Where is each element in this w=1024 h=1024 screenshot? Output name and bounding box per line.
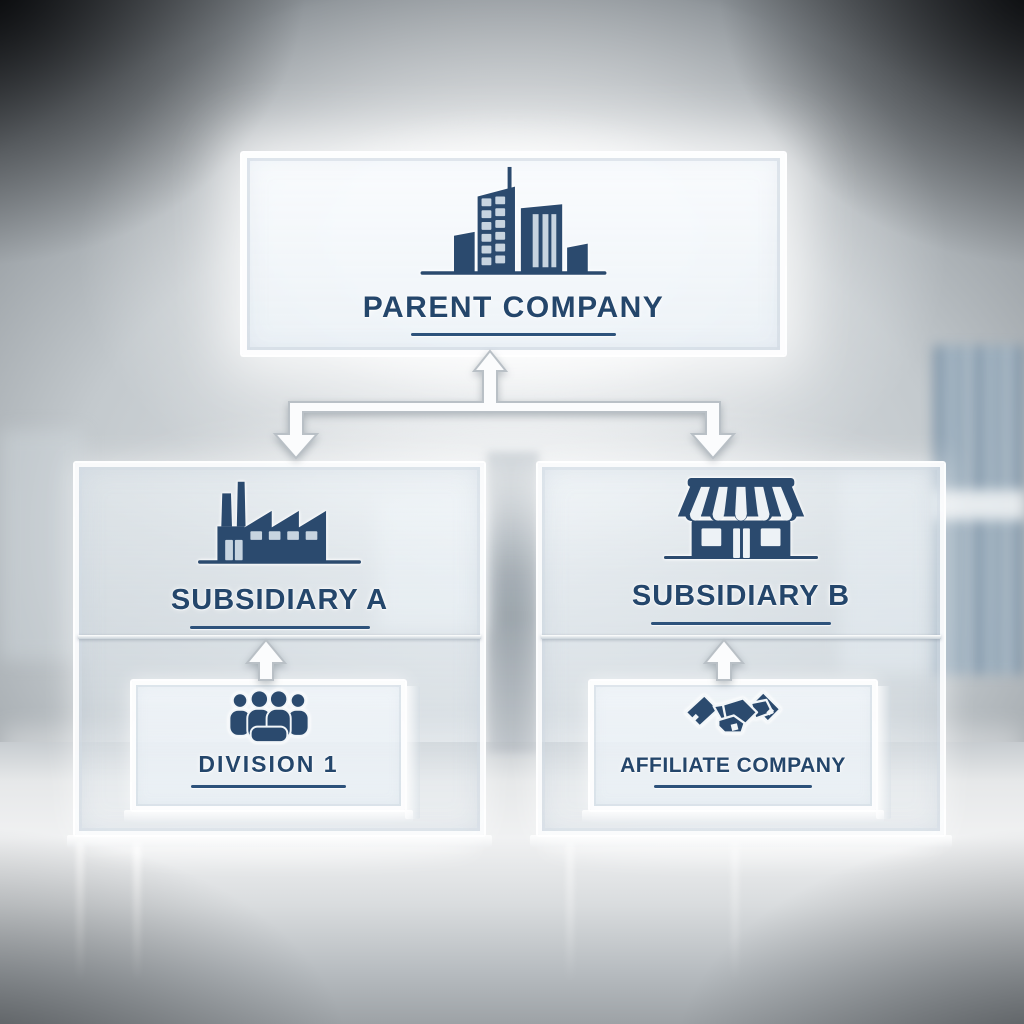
affiliate-company-base [582,810,884,822]
floor-reflection-streak [731,842,739,982]
division-1-label: DIVISION 1 [198,751,339,777]
parent-company-label: PARENT COMPANY [362,291,665,324]
subsidiary-b-underline [651,622,831,625]
office-buildings-icon [420,166,607,275]
storefront-icon [663,478,819,560]
division-1-base [124,810,413,822]
subsidiary-a-label: SUBSIDIARY A [170,584,389,616]
subsidiary-b-header: SUBSIDIARY B [538,463,944,635]
subsidiary-a-base [67,835,492,847]
affiliate-company-label: AFFILIATE COMPANY [620,754,846,777]
affiliate-company-glass-depth [876,686,891,819]
factory-icon [198,481,361,564]
floor-reflection-streak [566,842,574,982]
floor-reflection-streak [133,842,141,982]
affiliate-company-node: AFFILIATE COMPANY [582,679,891,822]
parent-company-node: PARENT COMPANY [240,151,787,357]
subsidiary-a-shelf-divider [78,635,481,639]
division-1-content: DIVISION 1 [132,681,405,810]
parent-company-underline [411,333,616,336]
floor-reflection-streak [76,842,84,982]
subsidiary-b-shelf-divider [541,635,941,639]
subsidiary-a-header: SUBSIDIARY A [75,463,484,635]
subsidiary-a-underline [189,626,370,629]
division-1-underline [191,785,346,788]
division-1-node: DIVISION 1 [124,679,420,822]
parent-company-content: PARENT COMPANY [242,153,785,355]
subsidiary-b-label: SUBSIDIARY B [631,580,851,612]
handshake-icon [684,691,782,734]
affiliate-company-content: AFFILIATE COMPANY [590,681,876,810]
division-1-glass-depth [405,686,420,819]
affiliate-company-underline [654,785,812,788]
team-icon [227,689,310,744]
subsidiary-b-base [530,835,952,847]
